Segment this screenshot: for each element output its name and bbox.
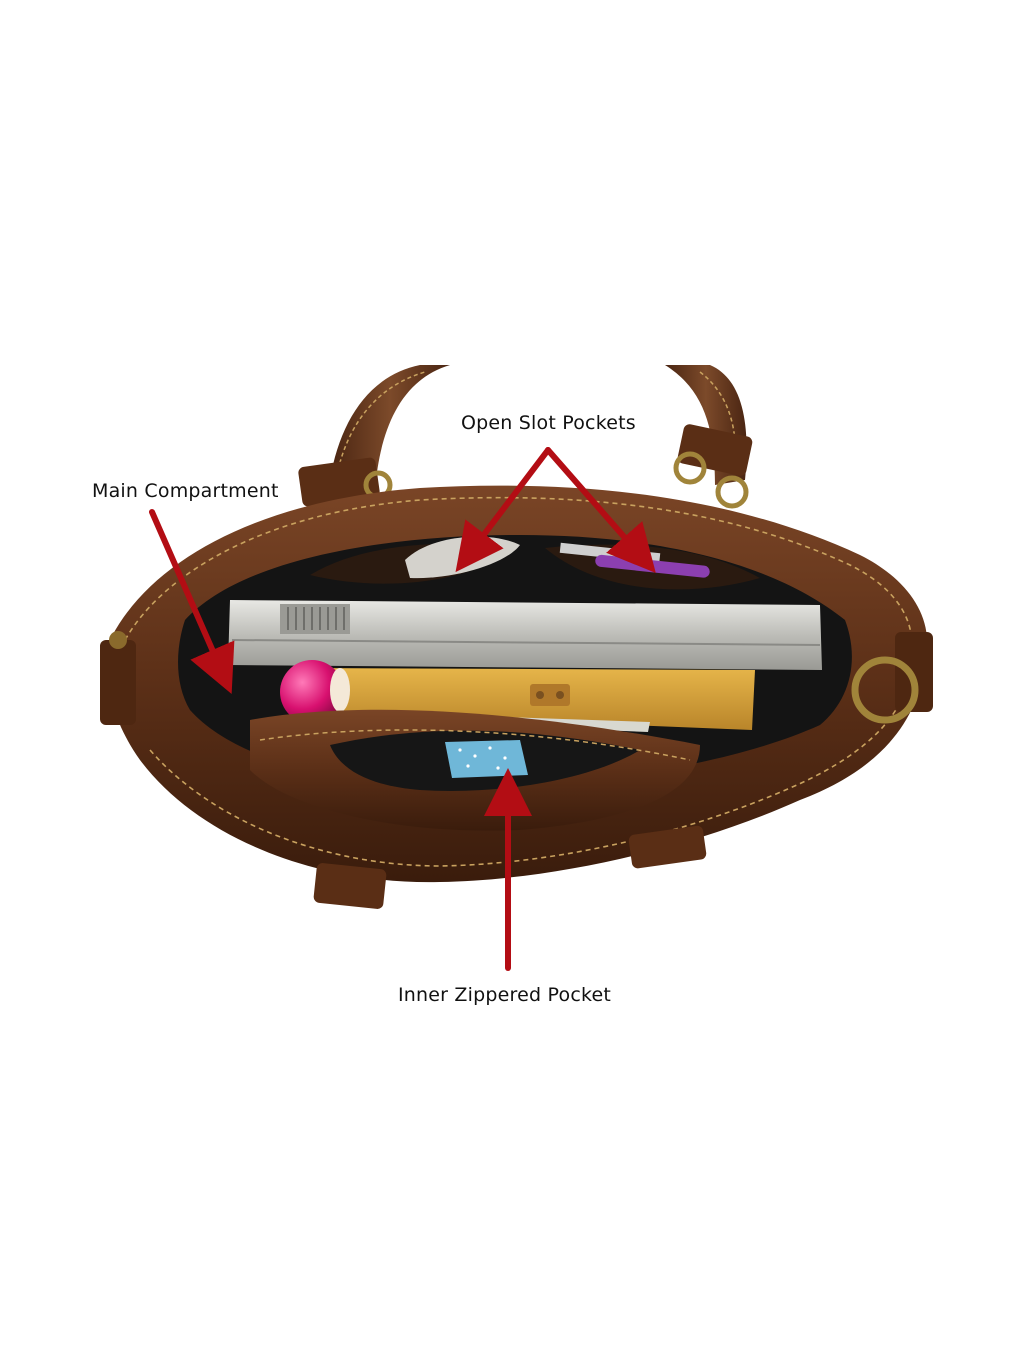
callout-arrows [149,447,656,971]
arrow-main-compartment [149,509,235,694]
arrow-open-slot-right [545,447,656,574]
right-handle [665,365,753,509]
main-compartment-label: Main Compartment [92,480,279,502]
open-slot-pockets-label: Open Slot Pockets [461,412,636,434]
arrow-open-slot-left [455,447,551,573]
left-handle [298,365,450,507]
pink-ball [280,660,350,724]
inner-zippered-pocket-label: Inner Zippered Pocket [398,984,612,1006]
laptop [228,600,822,670]
